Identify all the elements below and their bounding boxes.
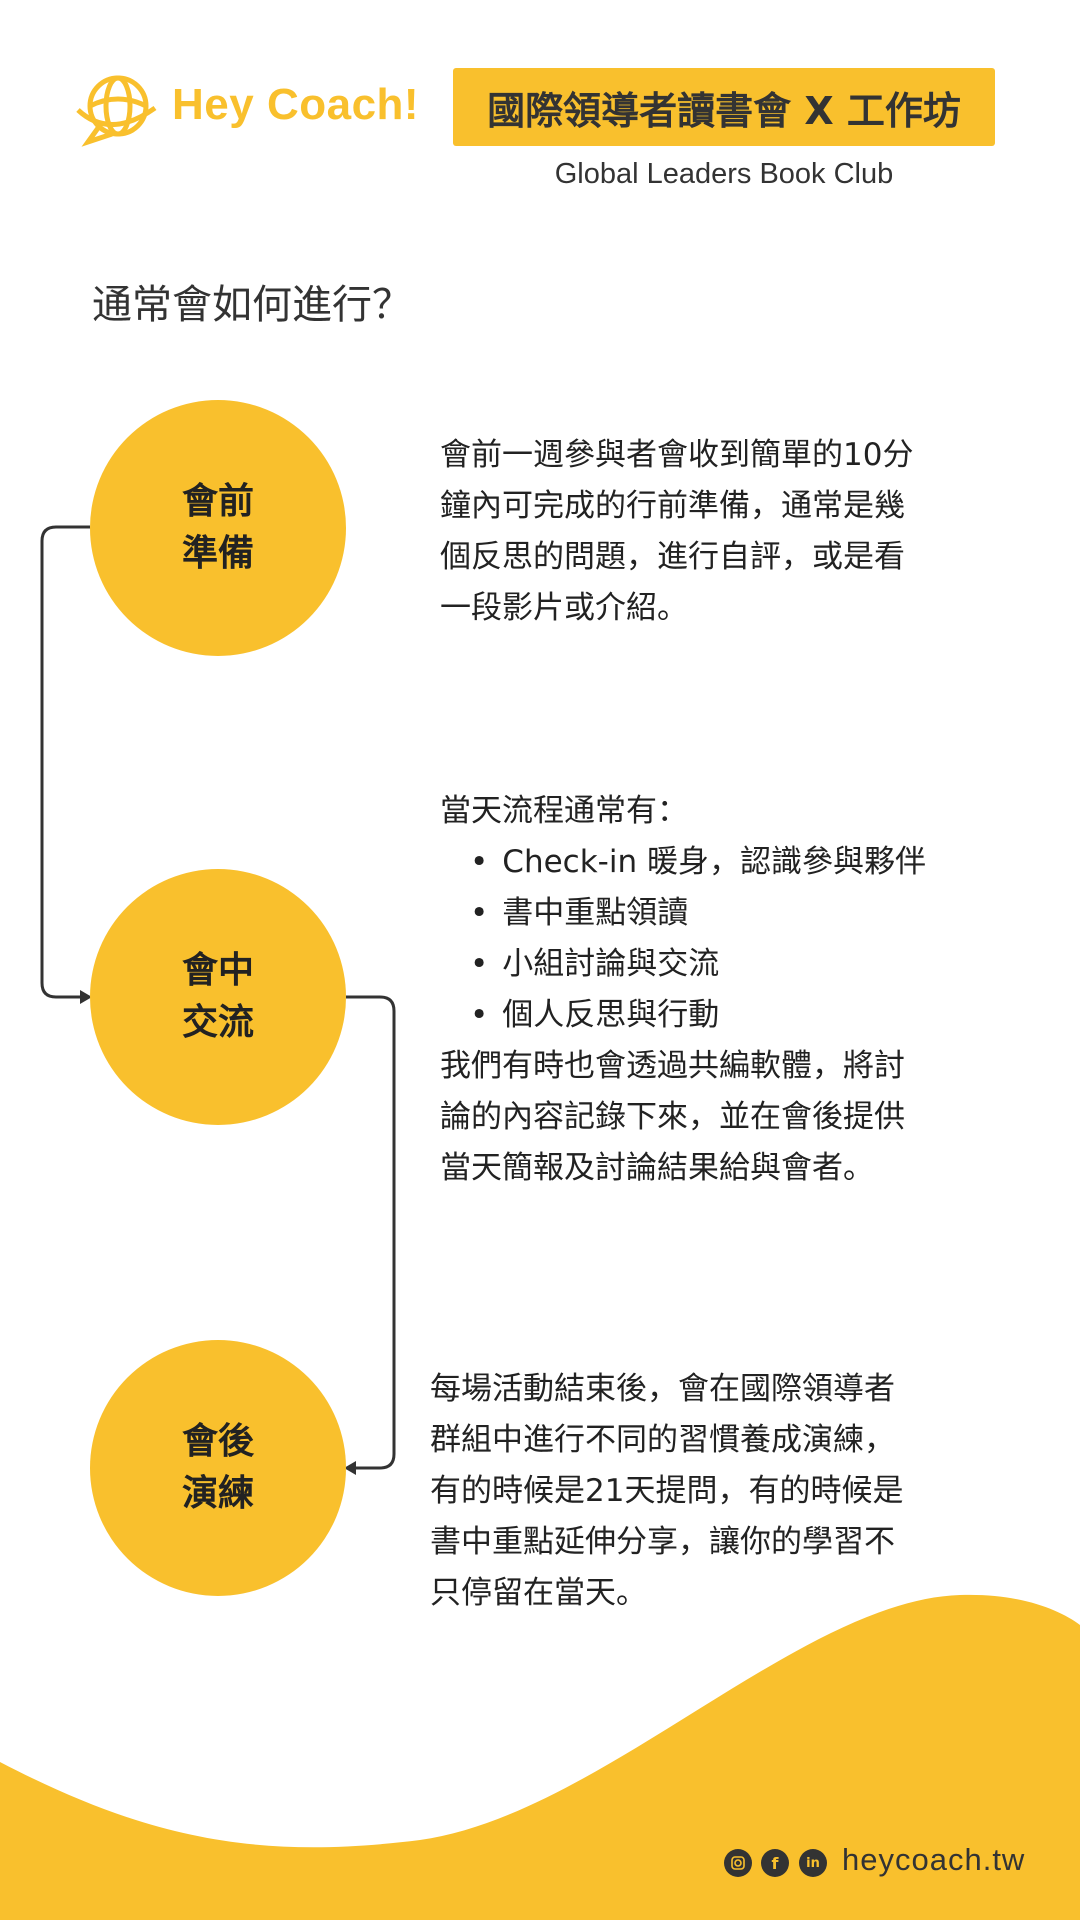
subtitle: Global Leaders Book Club	[554, 158, 894, 190]
text-line: 鐘內可完成的行前準備，通常是幾	[440, 488, 905, 524]
list-item: Check-in 暖身，認識參與夥伴	[470, 837, 926, 888]
step-circle-before: 會前準備	[90, 400, 346, 656]
text-line: 有的時候是21天提問，有的時候是	[430, 1473, 904, 1509]
bullet-list: Check-in 暖身，認識參與夥伴 書中重點領讀 小組討論與交流 個人反思與行…	[440, 837, 926, 1041]
list-item: 小組討論與交流	[470, 939, 926, 990]
instagram-icon[interactable]	[724, 1849, 752, 1877]
step-description-during: 當天流程通常有： Check-in 暖身，認識參與夥伴 書中重點領讀 小組討論與…	[440, 786, 926, 1194]
text-line: 我們有時也會透過共編軟體，將討	[440, 1048, 905, 1084]
step-description-before: 會前一週參與者會收到簡單的10分 鐘內可完成的行前準備，通常是幾 個反思的問題，…	[440, 430, 913, 634]
step-label: 會中	[181, 950, 254, 991]
step-label: 交流	[181, 1002, 254, 1043]
list-item: 個人反思與行動	[470, 990, 926, 1041]
text-line: 會前一週參與者會收到簡單的10分	[440, 437, 914, 473]
logo-text: Hey Coach!	[172, 80, 420, 129]
step-label: 會後	[181, 1421, 254, 1462]
text-line: 群組中進行不同的習慣養成演練，	[430, 1422, 895, 1458]
arrow-head-1	[80, 990, 92, 1004]
bottom-wave	[0, 1594, 1080, 1920]
step-description-after: 每場活動結束後，會在國際領導者 群組中進行不同的習慣養成演練， 有的時候是21天…	[430, 1364, 903, 1619]
text-line: 每場活動結束後，會在國際領導者	[430, 1371, 895, 1407]
text-line: 只停留在當天。	[430, 1575, 647, 1611]
step-label: 準備	[181, 533, 254, 574]
text-line: 一段影片或介紹。	[440, 590, 688, 626]
step-circle-after: 會後演練	[90, 1340, 346, 1596]
connector-1	[40, 525, 90, 999]
step-label: 會前	[181, 481, 254, 522]
text-line: 論的內容記錄下來，並在會後提供	[440, 1099, 905, 1135]
section-heading: 通常會如何進行？	[92, 282, 412, 328]
website-link[interactable]: heycoach.tw	[842, 1842, 1026, 1877]
text-line: 書中重點延伸分享，讓你的學習不	[430, 1524, 895, 1560]
step-label: 演練	[181, 1473, 254, 1514]
arrow-head-2	[344, 1461, 356, 1475]
globe-logo-icon	[76, 75, 157, 147]
list-item: 書中重點領讀	[470, 888, 926, 939]
text-line: 當天流程通常有：	[440, 793, 688, 829]
facebook-icon[interactable]: f	[761, 1849, 789, 1877]
step-circle-during: 會中交流	[90, 869, 346, 1125]
text-line: 當天簡報及討論結果給與會者。	[440, 1150, 874, 1186]
connector-2	[346, 995, 396, 1470]
title-banner: 國際領導者讀書會 X 工作坊	[453, 68, 995, 146]
linkedin-icon[interactable]: in	[799, 1849, 827, 1877]
text-line: 個反思的問題，進行自評，或是看	[440, 539, 905, 575]
